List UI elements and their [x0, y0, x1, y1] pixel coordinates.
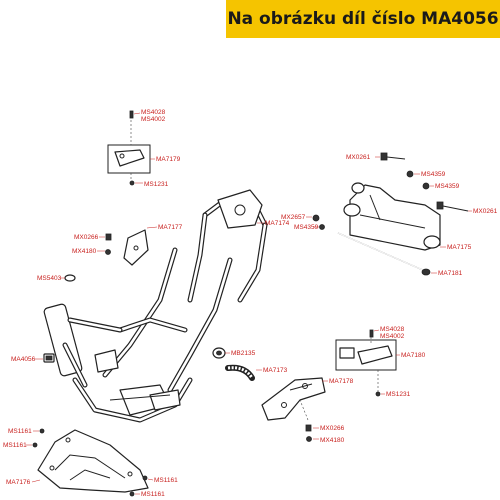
grommet-mb2135	[212, 347, 226, 359]
label-ms1161-a: MS1161	[8, 428, 32, 435]
label-mx4180-right: MX4180	[320, 437, 345, 444]
label-ma7178: MA7178	[329, 378, 354, 385]
label-mx0261-left: MX0261	[346, 154, 371, 161]
hose-ma7173	[225, 364, 255, 381]
label-ma7175: MA7175	[447, 244, 472, 251]
label-ms1161-d: MS1161	[141, 491, 165, 498]
label-mb2135: MB2135	[231, 350, 256, 357]
label-mx2657: MX2657	[281, 214, 306, 221]
label-ms1231-mid: MS1231	[386, 391, 411, 398]
label-ma7180: MA7180	[401, 352, 426, 359]
bolt-mx0261-right	[436, 201, 469, 212]
label-ms4359-c: MS4359	[294, 224, 319, 231]
bracket-ma7179	[107, 144, 151, 174]
label-ms4028-top: MS4028	[141, 109, 166, 116]
shaft-ma7181	[337, 232, 431, 276]
part-number-banner: Na obrázku díl číslo MA4056	[226, 0, 500, 38]
label-mx4180-left: MX4180	[72, 248, 97, 255]
main-frame	[43, 189, 268, 423]
label-ma7173: MA7173	[263, 367, 288, 374]
label-ma7177: MA7177	[158, 224, 183, 231]
bracket-ma7177	[123, 229, 149, 266]
label-ma7181: MA7181	[438, 270, 463, 277]
label-ms4359-a: MS4359	[421, 171, 446, 178]
label-ms4359-b: MS4359	[435, 183, 460, 190]
bolt-mx0261-left	[380, 152, 406, 161]
label-ma7179: MA7179	[156, 156, 181, 163]
label-ma4056: MA4056	[11, 356, 36, 363]
label-ms1231-top: MS1231	[144, 181, 169, 188]
label-ma7176: MA7176	[6, 479, 31, 486]
label-ms1161-b: MS1161	[3, 442, 27, 449]
label-ms4002-top: MS4002	[141, 116, 166, 123]
banner-text: Na obrázku díl číslo MA4056	[227, 9, 499, 29]
part-ma4056	[43, 353, 55, 363]
plate-ma7178	[261, 377, 326, 421]
label-mx0266-left: MX0266	[74, 234, 99, 241]
label-ms4002-mid: MS4002	[380, 333, 405, 340]
screw-ms4028-top	[129, 110, 134, 119]
label-ms1161-c: MS1161	[154, 477, 178, 484]
label-mx0261-right: MX0261	[473, 208, 498, 215]
label-ma7174: MA7174	[265, 220, 290, 227]
bracket-ma7180	[335, 339, 397, 371]
label-mx0266-right: MX0266	[320, 425, 345, 432]
label-ms5403: MS5403	[37, 275, 62, 282]
label-ms4028-mid: MS4028	[380, 326, 405, 333]
engine-hanger-ma7175	[343, 182, 441, 251]
under-cover-ma7176	[37, 429, 149, 493]
